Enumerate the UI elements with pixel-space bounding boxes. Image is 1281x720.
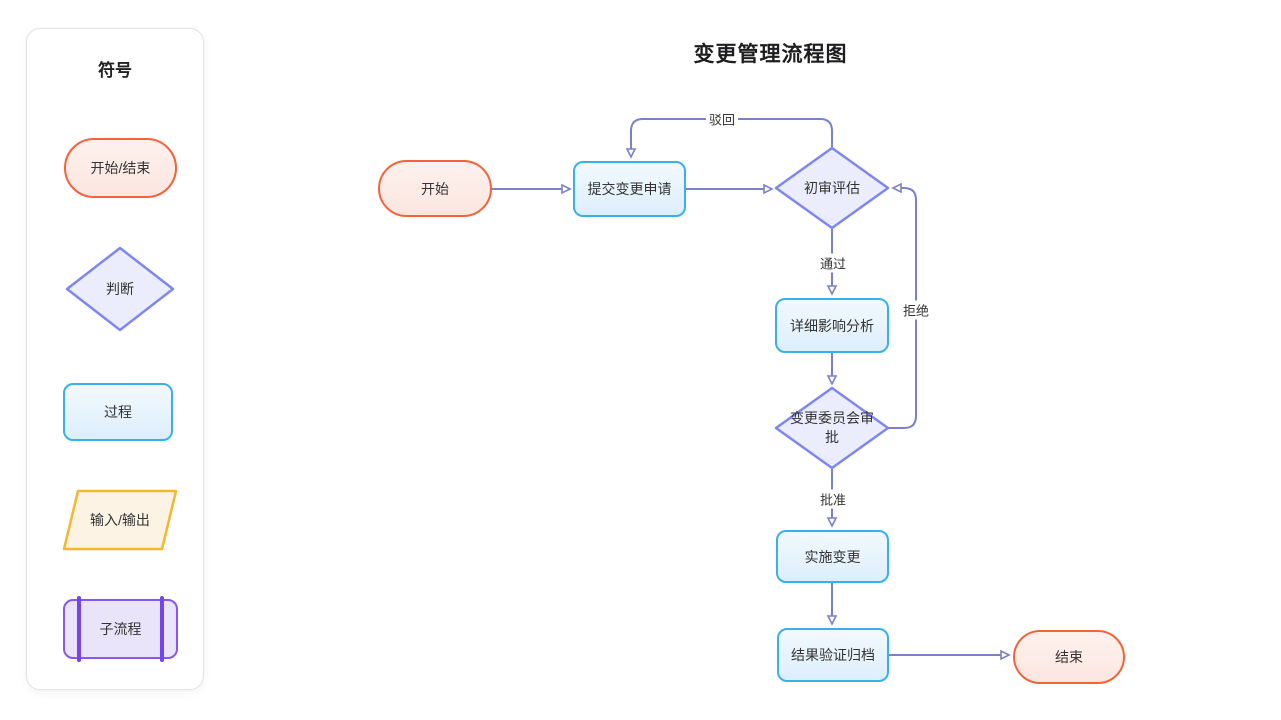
node-submit-request-label: 提交变更申请	[587, 181, 672, 197]
legend-io-shape: 输入/输出	[61, 488, 179, 552]
diamond-shape-icon	[774, 386, 890, 470]
node-submit-request: 提交变更申请	[573, 161, 686, 217]
node-committee-approval: 变更委员会审批	[774, 386, 890, 470]
legend-process-shape: 过程	[63, 383, 173, 441]
legend-io-label: 输入/输出	[90, 511, 150, 528]
node-impact-analysis-label: 详细影响分析	[790, 317, 874, 334]
node-initial-review: 初审评估	[774, 146, 890, 230]
legend-terminator-label: 开始/结束	[90, 160, 151, 176]
edge-label-approve: 批准	[816, 489, 850, 509]
subprocess-bar-right	[160, 596, 164, 662]
edge-label-reject-back: 驳回	[705, 109, 739, 129]
node-implement-change: 实施变更	[776, 530, 889, 583]
node-committee-approval-label: 变更委员会审批	[790, 410, 874, 445]
node-impact-analysis: 详细影响分析	[775, 298, 889, 353]
node-verify-archive: 结果验证归档	[777, 628, 889, 682]
legend-subprocess-shape: 子流程	[63, 596, 178, 662]
node-end-label: 结束	[1055, 649, 1083, 665]
legend-terminator-shape: 开始/结束	[64, 138, 177, 198]
edge-label-pass: 通过	[816, 253, 850, 273]
node-verify-archive-label: 结果验证归档	[791, 647, 875, 663]
legend-panel: 符号 开始/结束 判断 过程 输入/输出 子流程	[26, 28, 204, 690]
legend-subprocess-label: 子流程	[99, 621, 142, 637]
node-initial-review-label: 初审评估	[804, 179, 860, 196]
legend-title: 符号	[98, 61, 132, 80]
node-start-label: 开始	[421, 180, 449, 197]
page-title: 变更管理流程图	[693, 43, 848, 66]
subprocess-bar-left	[77, 596, 81, 662]
diamond-shape-icon	[774, 146, 890, 230]
node-end: 结束	[1013, 630, 1125, 684]
diamond-shape-icon	[65, 246, 175, 332]
legend-decision-label: 判断	[106, 280, 134, 297]
edge-label-refuse: 拒绝	[899, 300, 933, 320]
node-start: 开始	[378, 160, 492, 217]
parallelogram-shape-icon	[62, 489, 178, 551]
node-implement-change-label: 实施变更	[804, 548, 861, 565]
legend-decision-shape: 判断	[64, 245, 176, 333]
legend-process-label: 过程	[104, 404, 132, 420]
